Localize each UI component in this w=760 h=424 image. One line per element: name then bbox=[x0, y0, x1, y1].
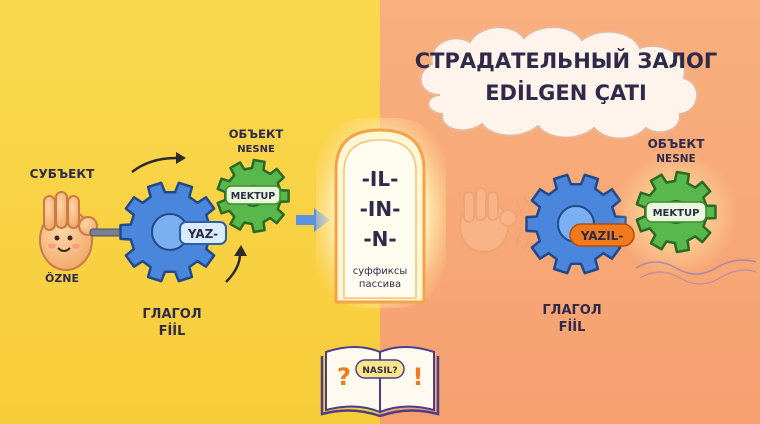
right-object-label-ru: ОБЪЕКТ bbox=[648, 137, 706, 151]
rotation-arrow-top bbox=[131, 156, 177, 173]
suffix-caption-line-2: пассива bbox=[359, 279, 401, 290]
left-object-word: MEKTUP bbox=[231, 191, 275, 202]
hand-icon bbox=[39, 191, 98, 271]
right-object-plate bbox=[645, 201, 707, 223]
rotation-arrow-bottom bbox=[225, 253, 242, 283]
suffix-n: -N- bbox=[363, 227, 396, 251]
rotation-arrow-top-head bbox=[176, 152, 186, 164]
right-verb-label-ru: ГЛАГОЛ bbox=[542, 303, 601, 318]
title-line-1: СТРАДАТЕЛЬНЫЙ ЗАЛОГ bbox=[415, 48, 718, 73]
left-object-label-ru: ОБЪЕКТ bbox=[229, 127, 284, 141]
book-label-bubble bbox=[355, 359, 405, 379]
title-cloud bbox=[419, 25, 699, 140]
right-object-word: MEKTUP bbox=[653, 208, 700, 219]
left-verb-root: YAZ- bbox=[187, 227, 218, 241]
left-verb-gear bbox=[119, 181, 221, 283]
svg-text:?: ? bbox=[337, 363, 351, 391]
right-object-label-tr: NESNE bbox=[656, 153, 695, 165]
suffix-caption-line-1: суффиксы bbox=[353, 266, 407, 277]
suffix-portal bbox=[316, 118, 446, 308]
svg-text:!: ! bbox=[413, 363, 424, 391]
right-verb-plate bbox=[569, 223, 635, 247]
left-verb-label-tr: FİİL bbox=[159, 323, 186, 339]
right-verb-label-tr: FİİL bbox=[559, 319, 586, 335]
suffix-in: -IN- bbox=[360, 197, 401, 221]
left-object-plate bbox=[225, 185, 281, 205]
open-book-icon: ? ! bbox=[320, 346, 440, 418]
left-subject-label-tr: ÖZNE bbox=[45, 271, 79, 285]
left-verb-label-ru: ГЛАГОЛ bbox=[142, 307, 201, 322]
title-line-2: EDİLGEN ÇATI bbox=[485, 80, 647, 105]
suffix-il: -IL- bbox=[362, 167, 399, 191]
right-verb-passive: YAZIL- bbox=[580, 229, 624, 243]
right-wave-2 bbox=[639, 269, 757, 285]
rotation-arrow-bottom-head bbox=[234, 245, 247, 256]
left-object-label-tr: NESNE bbox=[237, 144, 275, 155]
right-wave-1 bbox=[635, 259, 757, 275]
book-label: NASIL? bbox=[362, 366, 397, 376]
left-subject-label-ru: СУБЪЕКТ bbox=[30, 167, 95, 181]
left-verb-plate bbox=[179, 221, 227, 245]
